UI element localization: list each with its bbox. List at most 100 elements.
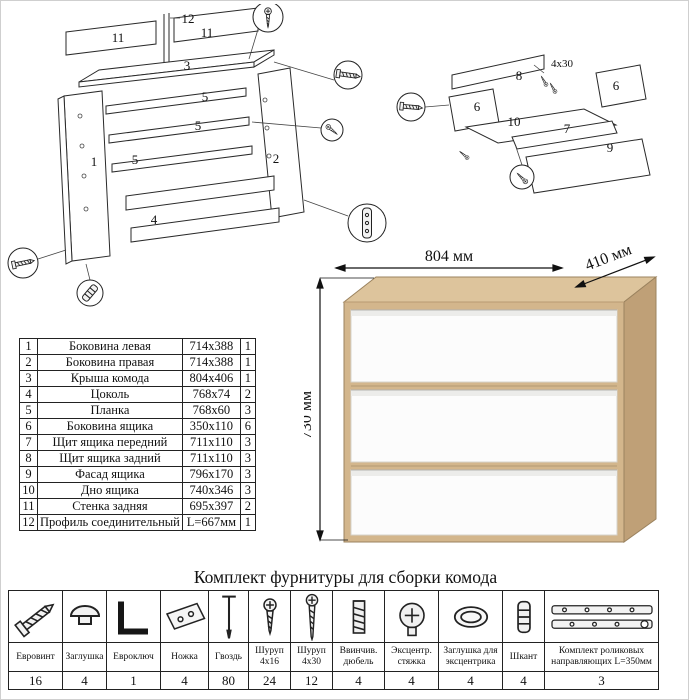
depth-label: 410 мм: [583, 247, 634, 274]
part-size: 714x388: [181, 354, 241, 371]
part-name: Боковина левая: [37, 338, 183, 355]
hw-name: Комплект роликовых направляющих L=350мм: [544, 642, 659, 672]
hw-name: Шкант: [502, 642, 545, 672]
dresser-side-face: [623, 275, 657, 543]
part-qty: 2: [239, 386, 256, 403]
hw-qty: 16: [8, 671, 63, 690]
hardware-name-row: Евровинт Заглушка Евроключ Ножка Гвоздь …: [8, 642, 659, 672]
table-row: 8 Щит ящика задний 711x110 3: [19, 450, 256, 467]
hw-qty: 4: [502, 671, 545, 690]
drawer-front: [350, 469, 618, 536]
hw-qty: 24: [248, 671, 291, 690]
width-dimension: 804 мм: [334, 248, 564, 272]
table-row: 6 Боковина ящика 350x110 6: [19, 418, 256, 435]
part-size: 350x110: [181, 418, 241, 435]
part-labels: 12 11 11 3 5 5 5 1 2 4: [91, 11, 280, 227]
table-row: 7 Щит ящика передний 711x110 3: [19, 434, 256, 451]
part-label: 8: [516, 68, 523, 83]
drawer-front: [350, 389, 618, 463]
part-label: 2: [273, 151, 280, 166]
part-number: 8: [19, 450, 38, 467]
hw-icon-cell: [290, 590, 333, 643]
hw-qty: 4: [384, 671, 439, 690]
part-number: 2: [19, 354, 38, 371]
width-label: 804 мм: [425, 248, 473, 265]
part-number: 4: [19, 386, 38, 403]
part-qty: 3: [239, 434, 256, 451]
drawer-front: [350, 309, 618, 383]
drawer-exploded-diagram: 8 6 6 10 7 9 4x30: [396, 54, 651, 194]
part-number: 12: [19, 514, 38, 531]
part-qty: 1: [239, 338, 256, 355]
hw-qty: 3: [544, 671, 659, 690]
part-size: 804x406: [181, 370, 241, 387]
hw-icon-cell: [438, 590, 503, 643]
hw-icon-cell: [384, 590, 439, 643]
table-row: 1 Боковина левая 714x388 1: [19, 338, 256, 355]
part-qty: 3: [239, 466, 256, 483]
foot-icon: [165, 602, 205, 630]
hw-qty: 4: [438, 671, 503, 690]
part-name: Щит ящика задний: [37, 450, 183, 467]
part-name: Профиль соединительный: [37, 514, 183, 531]
hw-name: Евроключ: [106, 642, 161, 672]
part-label: 5: [202, 89, 209, 104]
part-name: Дно ящика: [37, 482, 183, 499]
cam-cap-icon: [453, 605, 488, 628]
drawer-bottom: [464, 108, 618, 144]
part-number: 9: [19, 466, 38, 483]
hw-qty: 4: [160, 671, 209, 690]
dresser-render: 804 мм 410 мм 730 мм: [304, 247, 658, 543]
part-qty: 3: [239, 450, 256, 467]
hw-icon-cell: [208, 590, 249, 643]
part-label: 5: [195, 118, 202, 133]
part-name: Крыша комода: [37, 370, 183, 387]
part-label: 10: [508, 114, 521, 129]
drawer-front-shield: [511, 120, 618, 150]
drawer-fronts: [350, 309, 618, 536]
drawer-side-right: [595, 64, 647, 108]
part-name: Боковина ящика: [37, 418, 183, 435]
hw-icon-cell: [160, 590, 209, 643]
screw-icon: [539, 74, 549, 88]
screw-icon: [548, 81, 558, 95]
table-row: 11 Стенка задняя 695x397 2: [19, 498, 256, 515]
part-label: 7: [564, 121, 571, 136]
table-row: 9 Фасад ящика 796x170 3: [19, 466, 256, 483]
screw-size-label: 4x30: [551, 58, 574, 70]
part-name: Фасад ящика: [37, 466, 183, 483]
part-label: 11: [201, 25, 214, 40]
part-label: 11: [112, 30, 125, 45]
rail-board: [111, 145, 253, 173]
part-size: 714x388: [181, 338, 241, 355]
part-qty: 3: [239, 482, 256, 499]
hardware-callouts: [7, 4, 387, 307]
hardware-kit-title: Комплект фурнитуры для сборки комода: [193, 567, 498, 587]
plinth-board: [125, 175, 275, 211]
part-qty: 6: [239, 418, 256, 435]
hw-qty: 4: [332, 671, 385, 690]
part-label: 3: [184, 58, 191, 73]
hardware-callouts: [396, 74, 558, 190]
hw-qty: 80: [208, 671, 249, 690]
wood-dowel-icon: [516, 600, 531, 633]
screw-icon: [458, 149, 471, 161]
part-size: 740x346: [181, 482, 241, 499]
height-label: 730 мм: [304, 391, 315, 439]
part-size: 796x170: [181, 466, 241, 483]
nail-icon: [220, 595, 237, 639]
table-row: 5 Планка 768x60 3: [19, 402, 256, 419]
hw-name: Ввинчив. дюбель: [332, 642, 385, 672]
hw-qty: 1: [106, 671, 161, 690]
hw-icon-cell: [544, 590, 659, 643]
hw-name: Шуруп 4x16: [248, 642, 291, 672]
hw-name: Евровинт: [8, 642, 63, 672]
part-size: L=667мм: [181, 514, 241, 531]
part-qty: 2: [239, 498, 256, 515]
cabinet-exploded-diagram: 12 11 11 3 5 5 5 1 2 4: [7, 4, 387, 307]
right-side-panel: [257, 67, 305, 219]
part-size: 768x74: [181, 386, 241, 403]
part-number: 7: [19, 434, 38, 451]
part-qty: 1: [239, 370, 256, 387]
part-size: 768x60: [181, 402, 241, 419]
